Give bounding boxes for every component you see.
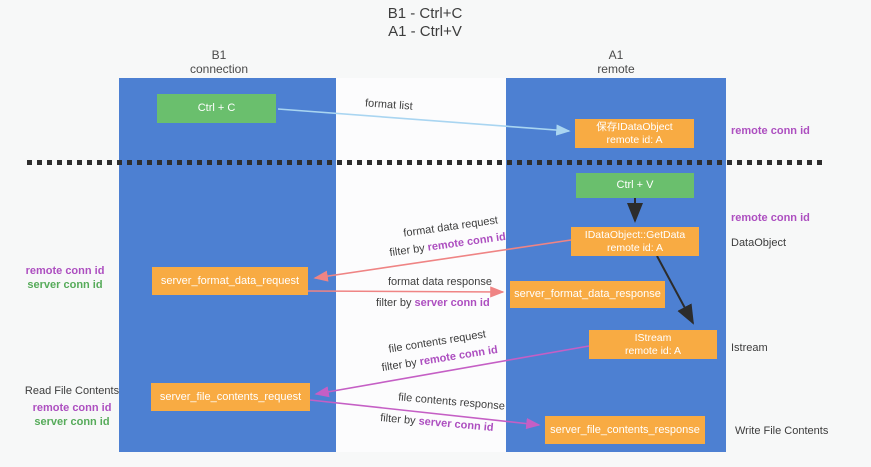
save-idataobject-line1: 保存IDataObject <box>596 120 673 133</box>
right-getdata-remote-conn-id: remote conn id <box>731 212 810 224</box>
format-data-response-filter-label: filter by server conn id <box>376 297 490 309</box>
istream-box: IStream remote id: A <box>589 330 717 359</box>
right-istream-label: Istream <box>731 342 768 354</box>
right-dataobject-label: DataObject <box>731 237 787 249</box>
server-file-contents-request-label: server_file_contents_request <box>159 390 302 403</box>
lifeline-header-a1: A1 remote <box>506 48 726 76</box>
lifeline-b1-role: connection <box>189 62 249 76</box>
left-remote-conn-id: remote conn id <box>25 265 105 277</box>
left-file-remote-conn-id: remote conn id <box>32 402 112 414</box>
server-file-contents-request-box: server_file_contents_request <box>151 383 310 411</box>
lifeline-header-b1: B1 connection <box>119 48 319 76</box>
idataobject-getdata-box: IDataObject::GetData remote id: A <box>571 227 699 256</box>
istream-line2: remote id: A <box>624 344 682 357</box>
left-file-conn-ids: Read File Contents remote conn id server… <box>24 384 120 429</box>
diagram-title: B1 - Ctrl+C A1 - Ctrl+V <box>300 5 550 41</box>
lifeline-a1-role: remote <box>597 62 635 76</box>
server-format-data-response-box: server_format_data_response <box>510 281 665 308</box>
ctrl-v-box: Ctrl + V <box>576 173 694 198</box>
save-idataobject-box: 保存IDataObject remote id: A <box>575 119 694 148</box>
getdata-line1: IDataObject::GetData <box>584 228 686 241</box>
server-file-contents-response-box: server_file_contents_response <box>545 416 705 444</box>
format-data-response-label: format data response <box>388 276 492 288</box>
ctrl-c-label: Ctrl + C <box>197 102 236 114</box>
left-format-conn-ids: remote conn id server conn id <box>17 264 113 292</box>
left-server-conn-id: server conn id <box>27 279 103 291</box>
getdata-line2: remote id: A <box>606 241 664 254</box>
write-file-contents-label: Write File Contents <box>735 425 829 437</box>
left-file-server-conn-id: server conn id <box>34 416 110 428</box>
server-format-data-request-box: server_format_data_request <box>152 267 308 295</box>
title-line-a1: A1 - Ctrl+V <box>388 23 462 40</box>
ctrl-c-box: Ctrl + C <box>157 94 276 123</box>
title-line-b1: B1 - Ctrl+C <box>387 5 463 22</box>
right-save-remote-conn-id: remote conn id <box>731 125 810 137</box>
server-format-data-request-label: server_format_data_request <box>160 274 300 287</box>
read-file-contents-label: Read File Contents <box>24 385 120 397</box>
server-file-contents-response-label: server_file_contents_response <box>550 423 700 436</box>
ctrl-v-label: Ctrl + V <box>616 179 654 191</box>
phase-separator-dashed-line <box>27 160 822 165</box>
lifeline-a1-name: A1 <box>608 48 624 62</box>
istream-line1: IStream <box>634 331 672 344</box>
server-format-data-response-label: server_format_data_response <box>514 288 661 300</box>
save-idataobject-line2: remote id: A <box>606 133 663 146</box>
lifeline-b1-name: B1 <box>211 48 227 62</box>
